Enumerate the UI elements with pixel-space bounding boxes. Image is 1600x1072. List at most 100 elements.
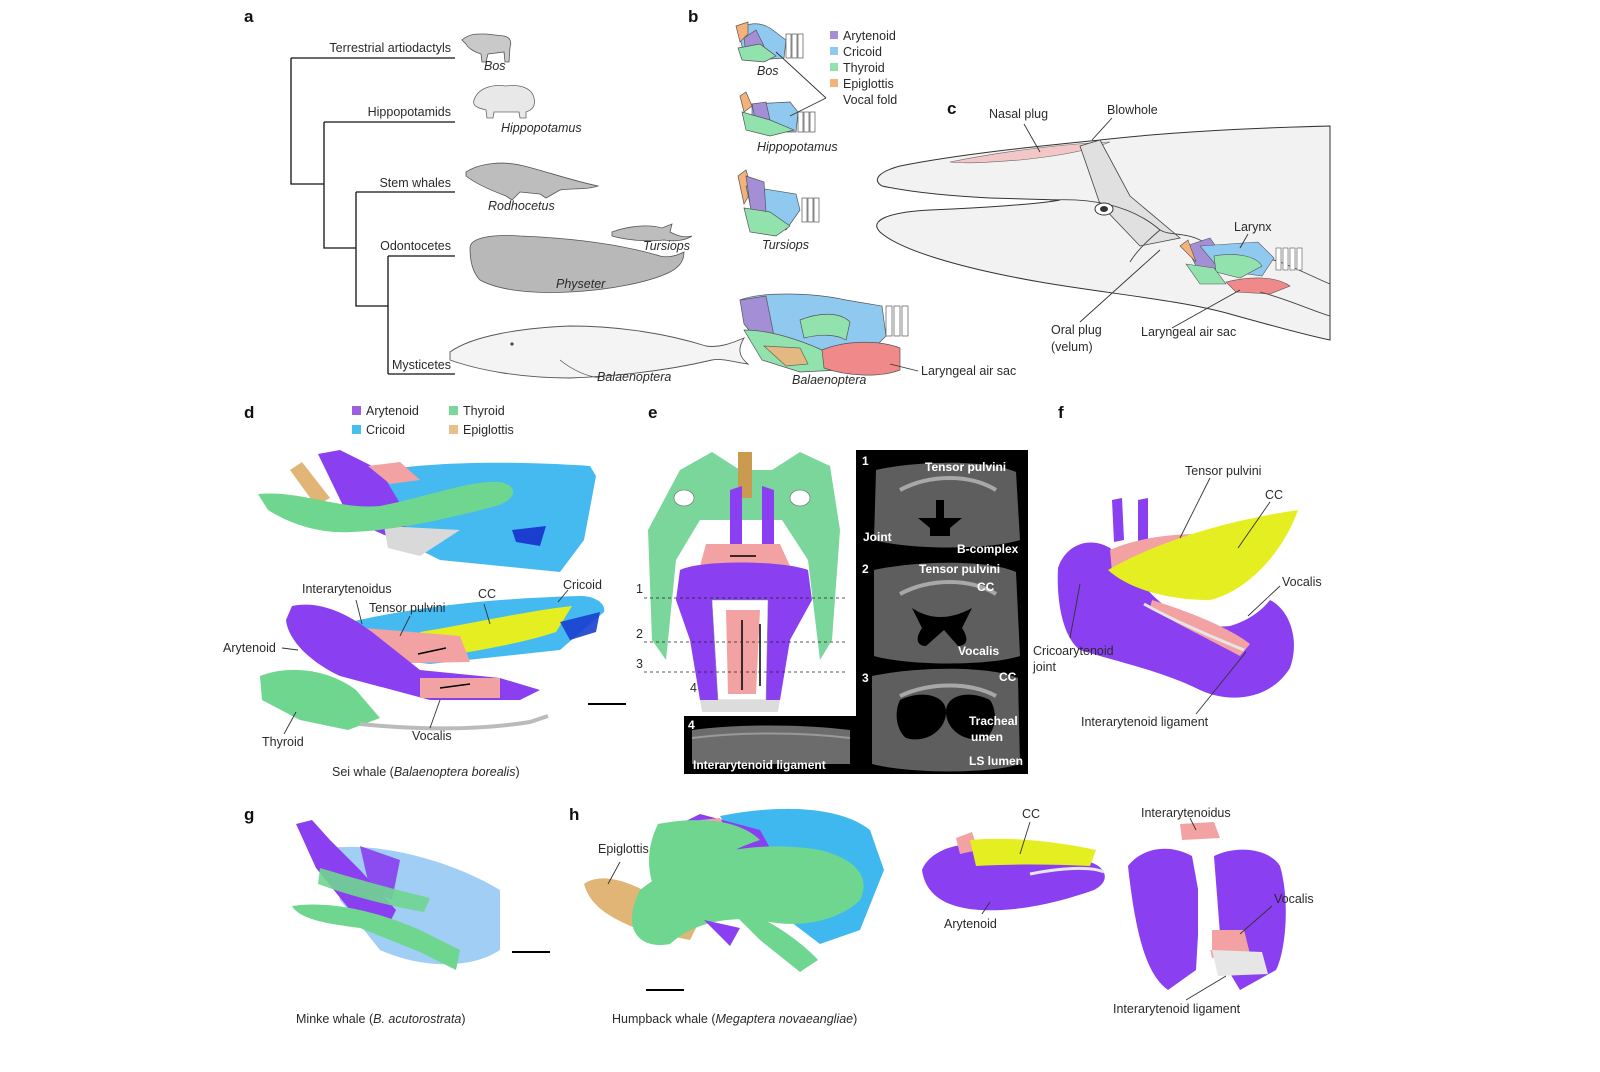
panel-h-letter: h <box>569 805 579 824</box>
legend-label-epiglottis: Epiglottis <box>843 77 894 91</box>
taxon-hippopotamus: Hippopotamus <box>501 121 582 135</box>
tree-branch-stem-node <box>355 192 388 307</box>
ct-slice-2 <box>874 562 1020 664</box>
hippopotamus-silhouette <box>473 85 535 119</box>
tursiops-larynx-schematic <box>737 169 820 237</box>
h-label-epiglottis: Epiglottis <box>598 842 649 856</box>
b-air-sac-leader <box>889 363 919 372</box>
d-caption-species: Balaenoptera borealis <box>394 765 516 779</box>
minke-whale-larynx-3d <box>292 820 500 970</box>
c-air-sac-leader <box>1171 289 1241 329</box>
f-label-tensor-pulvini: Tensor pulvini <box>1185 464 1261 478</box>
balaenoptera-silhouette <box>449 325 750 379</box>
vocal-fold-leader <box>775 51 827 117</box>
f-label-vocalis: Vocalis <box>1282 575 1322 589</box>
d-label-cc: CC <box>478 587 496 601</box>
taxon-physeter: Physeter <box>556 277 606 291</box>
panel-d-letter: d <box>244 403 254 422</box>
legend-swatch-cricoid <box>830 47 838 55</box>
ct-slice-1 <box>874 462 1020 548</box>
h-caption-species: Megaptera novaeangliae <box>716 1012 854 1026</box>
whale-head-cross-section <box>876 125 1331 341</box>
d-cc-leader <box>483 603 491 625</box>
panel-b-legend: Arytenoid Cricoid Thyroid Epiglottis Voc… <box>830 29 897 107</box>
slice-number-3: 3 <box>636 657 643 671</box>
legend-swatch-arytenoid <box>830 31 838 39</box>
f-vocalis-leader <box>1247 585 1281 617</box>
hippopotamus-larynx-schematic <box>739 91 816 137</box>
d-legend-swatch-thyroid <box>449 406 458 415</box>
c-label-nasal-plug: Nasal plug <box>989 107 1048 121</box>
ct3-number: 3 <box>862 671 869 685</box>
d-label-thyroid: Thyroid <box>262 735 304 749</box>
h-epiglottis-leader <box>607 861 621 885</box>
c-label-oral-plug-2: (velum) <box>1051 340 1093 354</box>
panel-a: a Terrestrial artiodactyls Hippopotamids… <box>244 7 750 384</box>
ct2-number: 2 <box>862 562 869 576</box>
d-legend-label-arytenoid: Arytenoid <box>366 404 419 418</box>
h-caption-prefix: Humpback whale ( <box>612 1012 716 1026</box>
ct4-number: 4 <box>688 718 695 732</box>
humpback-arytenoids-dorsal-3d <box>1128 822 1286 990</box>
physeter-silhouette <box>469 235 685 293</box>
clade-stem-whales: Stem whales <box>379 176 451 190</box>
h-label-cc: CC <box>1022 807 1040 821</box>
d-legend-label-thyroid: Thyroid <box>463 404 505 418</box>
interarytenoidus-leader <box>355 599 363 625</box>
taxon-rodhocetus: Rodhocetus <box>488 199 555 213</box>
panel-g: g Minke whale (B. acutorostrata) <box>244 805 550 1026</box>
b-taxon-hippopotamus: Hippopotamus <box>757 140 838 154</box>
humpback-larynx-3d <box>584 808 884 972</box>
f-label-cricoarytenoid-1: Cricoarytenoid <box>1033 644 1114 658</box>
d-caption-suffix: ) <box>515 765 519 779</box>
ct2-cc: CC <box>977 580 995 594</box>
dorsal-larynx-3d <box>648 452 840 712</box>
tensor-pulvini-arrow <box>417 647 447 655</box>
tree-root-branch <box>290 58 324 185</box>
ct-slice-3 <box>872 668 1020 772</box>
b-taxon-tursiops: Tursiops <box>762 238 809 252</box>
panel-f: f Tensor pulvini CC Vocalis Cricoaryteno… <box>1032 403 1322 729</box>
clade-odontocetes: Odontocetes <box>380 239 451 253</box>
d-legend-label-epiglottis: Epiglottis <box>463 423 514 437</box>
d-label-vocalis: Vocalis <box>412 729 452 743</box>
b-taxon-balaenoptera: Balaenoptera <box>792 373 866 387</box>
sei-whale-larynx-3d-upper <box>258 450 596 572</box>
ct1-joint: Joint <box>863 530 892 544</box>
g-caption-suffix: ) <box>461 1012 465 1026</box>
taxon-bos: Bos <box>484 59 506 73</box>
panel-e: e 1 2 3 4 <box>636 403 1028 774</box>
panel-b-letter: b <box>688 7 698 26</box>
h-label-vocalis: Vocalis <box>1274 892 1314 906</box>
legend-swatch-epiglottis <box>830 79 838 87</box>
panel-a-letter: a <box>244 7 254 26</box>
d-legend-label-cricoid: Cricoid <box>366 423 405 437</box>
rodhocetus-silhouette <box>465 162 600 201</box>
d-legend-swatch-epiglottis <box>449 425 458 434</box>
taxon-balaenoptera: Balaenoptera <box>597 370 671 384</box>
g-caption: Minke whale (B. acutorostrata) <box>296 1012 466 1026</box>
c-label-air-sac: Laryngeal air sac <box>1141 325 1236 339</box>
panel-f-letter: f <box>1058 403 1064 422</box>
d-legend-swatch-cricoid <box>352 425 361 434</box>
d-caption: Sei whale (Balaenoptera borealis) <box>332 765 520 779</box>
d-arytenoid-leader <box>281 647 299 651</box>
b-label-air-sac: Laryngeal air sac <box>921 364 1016 378</box>
tursiops-silhouette <box>611 223 693 242</box>
slice-lines <box>644 597 848 673</box>
clade-terrestrial-artiodactyls: Terrestrial artiodactyls <box>329 41 451 55</box>
h-cc-leader <box>1019 821 1031 855</box>
d-tensor-pulvini-leader <box>399 615 411 637</box>
h-caption-suffix: ) <box>853 1012 857 1026</box>
arytenoid-complex-3d <box>1057 498 1298 698</box>
legend-label-arytenoid: Arytenoid <box>843 29 896 43</box>
h-caption: Humpback whale (Megaptera novaeangliae) <box>612 1012 857 1026</box>
panel-c: c Nasal plug Blowhole Larynx Oral <box>876 99 1331 354</box>
balaenoptera-larynx-schematic <box>739 293 909 376</box>
humpback-arytenoid-cc-3d <box>922 832 1105 911</box>
vocalis-arrow <box>439 683 471 689</box>
f-cricoarytenoid-leader <box>1069 583 1081 639</box>
f-tensor-pulvini-leader <box>1179 477 1211 539</box>
oral-plug-leader <box>1079 249 1161 323</box>
ct3-ls-lumen: LS lumen <box>969 754 1023 768</box>
